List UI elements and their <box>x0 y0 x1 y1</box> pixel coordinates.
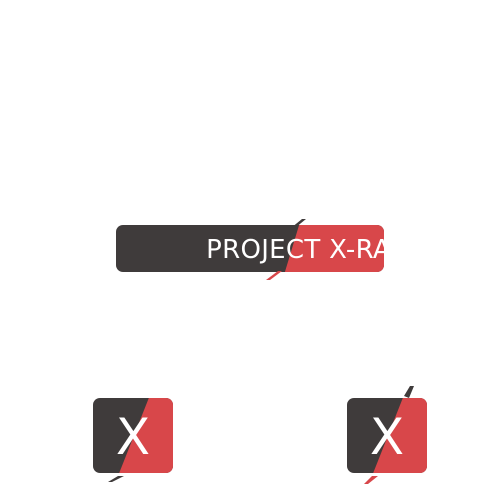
icon-right-red-panel <box>372 398 427 473</box>
icon-right-top-tail <box>404 386 414 398</box>
icon-variant-left: X <box>93 398 173 482</box>
wordmark-xray: X-RAY <box>329 235 405 265</box>
wordmark-project: PROJECT <box>206 235 329 265</box>
icon-right-letter: X <box>370 408 404 466</box>
main-logo-slash-bottom <box>266 271 282 280</box>
icon-variant-right: X <box>347 386 427 484</box>
icon-left-tail <box>108 476 124 482</box>
icon-right-bottom-tail <box>364 476 378 484</box>
main-logo: PROJECT X-RAY <box>116 219 465 280</box>
main-logo-red-panel <box>284 225 384 272</box>
main-logo-slash-top <box>291 219 306 228</box>
icon-left-letter: X <box>116 408 150 466</box>
wordmark-text: PROJECT X-RAY <box>129 235 465 265</box>
icon-left-red-panel <box>118 398 173 473</box>
